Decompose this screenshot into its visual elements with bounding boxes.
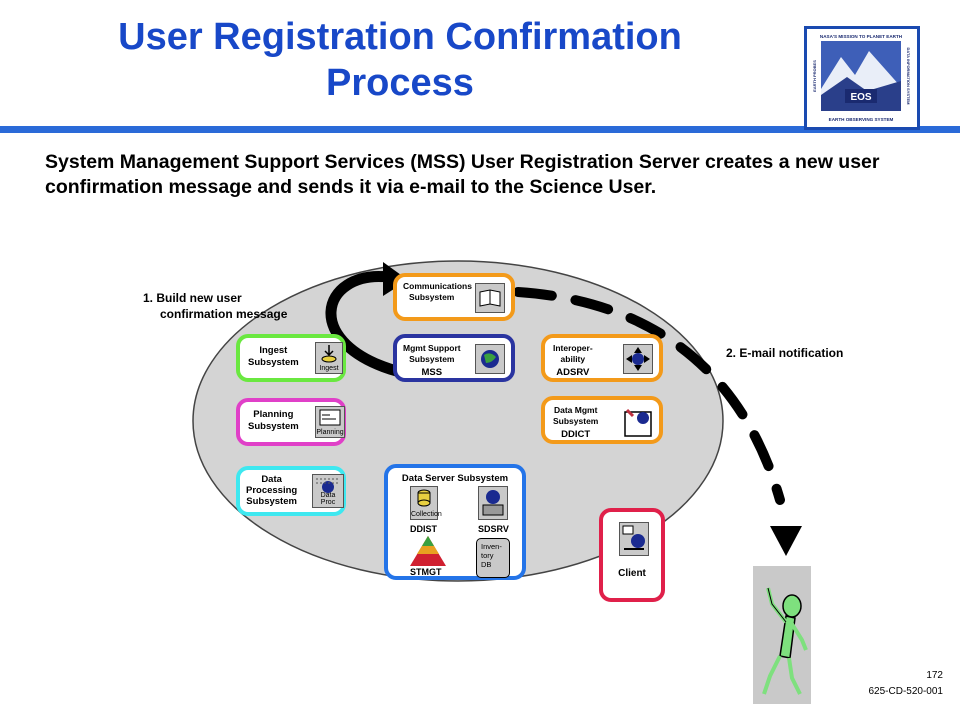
client-label: Client [618, 568, 646, 579]
mgmt-support-subsystem[interactable]: Mgmt Support Subsystem MSS [393, 334, 515, 382]
step-1-line-2: confirmation message [160, 307, 288, 321]
client-subsystem[interactable]: Client [599, 508, 665, 602]
datamgmt-line-3: DDICT [561, 429, 591, 440]
eos-logo-name: EOS [850, 92, 871, 103]
data-server-title: Data Server Subsystem [401, 473, 509, 484]
data-mgmt-subsystem[interactable]: Data Mgmt Subsystem DDICT [541, 396, 663, 444]
title-line-1: User Registration Confirmation [118, 16, 682, 58]
planning-subsystem[interactable]: Planning Subsystem Planning [236, 398, 346, 446]
book-icon [475, 283, 505, 313]
ddist-label: DDIST [410, 524, 437, 534]
email-arrow-head [770, 526, 802, 556]
page-title: User Registration Confirmation Process [40, 14, 760, 106]
description-text: System Management Support Services (MSS)… [45, 151, 880, 198]
datamgmt-line-1: Data Mgmt [553, 405, 598, 415]
inventory-line-3: DB [481, 560, 492, 569]
data-proc-icon: Data Proc [312, 474, 344, 508]
eos-logo-right: DATA INFORMATION SYSTEM [906, 48, 911, 106]
eos-logo-graphic: EOS NASA'S MISSION TO PLANET EARTH EARTH… [812, 34, 911, 122]
data-processing-subsystem[interactable]: Data Processing Subsystem Data Proc [236, 466, 346, 516]
data-mgmt-label: Data Mgmt Subsystem DDICT [553, 405, 598, 440]
step-1-line-1: 1. Build new user [143, 291, 242, 305]
email-dashed-path [513, 287, 785, 505]
dataproc-line-3: Subsystem [246, 496, 297, 507]
eos-logo-left: EARTH PROBES [812, 60, 817, 92]
science-user-figure [762, 587, 808, 695]
ingest-subsystem[interactable]: Ingest Subsystem Ingest [236, 334, 346, 382]
mgmt-line-3: MSS [421, 367, 443, 378]
page-number: 172 [926, 670, 943, 681]
communications-label: Communications Subsystem [403, 281, 472, 303]
build-message-arrow [325, 271, 406, 378]
eos-logo: EOS NASA'S MISSION TO PLANET EARTH EARTH… [804, 26, 920, 130]
communications-line-1: Communications [403, 281, 472, 291]
dataproc-line-1: Data [261, 474, 282, 485]
interoperability-subsystem[interactable]: Interoper- ability ADSRV [541, 334, 663, 382]
sdsrv-label: SDSRV [478, 524, 509, 534]
planning-line-1: Planning [253, 409, 294, 420]
step-1-label: 1. Build new user confirmation message [143, 290, 287, 322]
collection-icon-label: Collection [411, 511, 442, 518]
mgmt-line-2: Subsystem [409, 354, 455, 364]
mgmt-support-label: Mgmt Support Subsystem MSS [403, 343, 461, 378]
communications-subsystem[interactable]: Communications Subsystem [393, 273, 515, 321]
dataproc-line-2: Processing [246, 485, 298, 496]
planning-icon-label: Planning [316, 429, 344, 436]
eos-logo-bottom: EARTH OBSERVING SYSTEM [829, 117, 894, 122]
step-2-label: 2. E-mail notification [726, 346, 844, 360]
sdsrv-icon [478, 486, 508, 520]
inventory-db-label: Inven- tory DB [477, 539, 509, 569]
planning-icon: Planning [315, 406, 345, 438]
planning-line-2: Subsystem [248, 421, 299, 432]
globe-icon [475, 344, 505, 374]
title-rule [0, 126, 960, 133]
document-globe-icon [623, 406, 655, 438]
science-user-panel [753, 566, 811, 704]
mgmt-line-1: Mgmt Support [403, 343, 461, 353]
data-server-subsystem[interactable]: Data Server Subsystem Collection DDIST S… [384, 464, 526, 580]
stmgt-pyramid-icon [410, 536, 446, 566]
client-workstation-icon [619, 522, 649, 556]
ingest-icon: Ingest [315, 342, 343, 374]
interop-line-2: ability [560, 354, 586, 364]
interop-line-1: Interoper- [553, 343, 593, 353]
planning-label: Planning Subsystem [248, 409, 299, 432]
inventory-db-icon: Inven- tory DB [476, 538, 510, 578]
document-number: 625-CD-520-001 [868, 686, 944, 697]
eos-logo-top: NASA'S MISSION TO PLANET EARTH [820, 34, 903, 39]
communications-line-2: Subsystem [409, 292, 455, 302]
ingest-line-1: Ingest [259, 345, 288, 356]
inventory-line-1: Inven- [481, 542, 502, 551]
title-line-2: Process [326, 62, 474, 104]
ingest-label: Ingest Subsystem [248, 345, 299, 368]
interop-line-3: ADSRV [556, 367, 590, 378]
datamgmt-line-2: Subsystem [553, 416, 599, 426]
network-icon [623, 344, 653, 374]
ingest-line-2: Subsystem [248, 357, 299, 368]
collection-icon: Collection [410, 486, 442, 520]
dataproc-icon-label: Data Proc [320, 492, 336, 506]
stmgt-label: STMGT [410, 567, 442, 577]
ingest-icon-label: Ingest [319, 365, 339, 372]
interop-label: Interoper- ability ADSRV [553, 343, 593, 378]
data-processing-label: Data Processing Subsystem [246, 474, 297, 507]
inventory-line-2: tory [481, 551, 494, 560]
